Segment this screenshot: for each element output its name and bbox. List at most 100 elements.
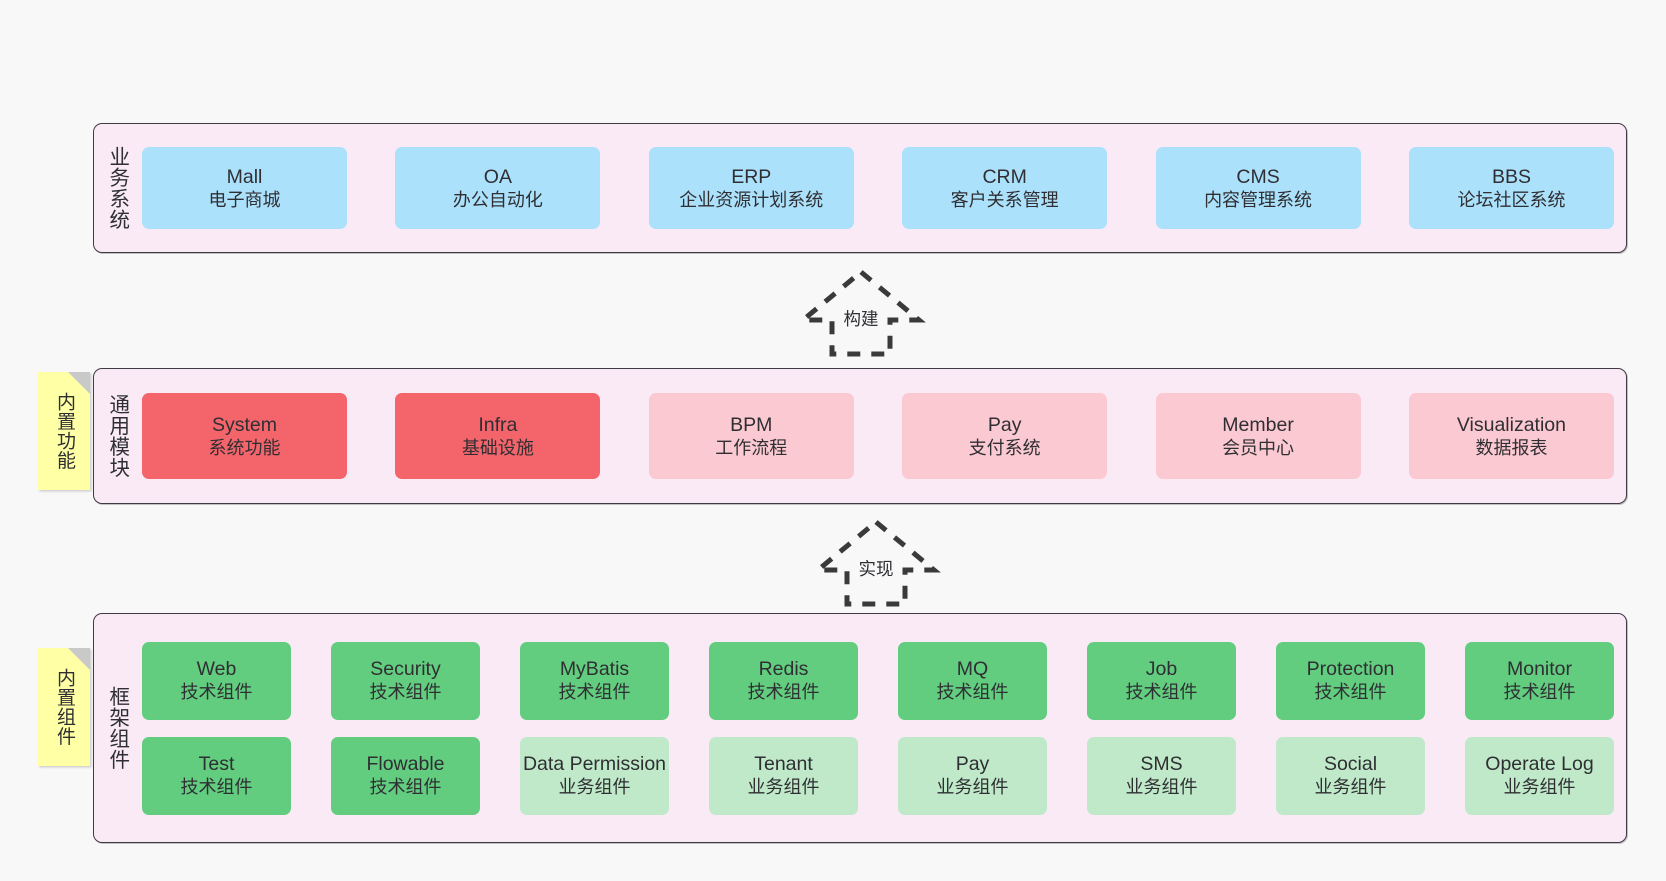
node-subtitle: 办公自动化 xyxy=(452,189,543,210)
node-title: BPM xyxy=(730,413,773,436)
node-subtitle: 技术组件 xyxy=(1503,682,1576,703)
node-subtitle: 业务组件 xyxy=(558,776,631,797)
node-title: Redis xyxy=(758,658,809,681)
node-subtitle: 会员中心 xyxy=(1222,437,1295,458)
node-title: Operate Log xyxy=(1485,753,1594,776)
node-bpm[interactable]: BPM 工作流程 xyxy=(648,393,854,479)
sticky-note-label: 内置功能 xyxy=(54,392,76,470)
node-subtitle: 业务组件 xyxy=(1314,777,1387,798)
node-subtitle: 企业资源计划系统 xyxy=(679,189,824,210)
node-mall[interactable]: Mall 电子商城 xyxy=(142,147,347,229)
node-subtitle: 支付系统 xyxy=(968,437,1041,458)
dashed-up-arrow-icon xyxy=(796,268,926,357)
node-bbs[interactable]: BBS 论坛社区系统 xyxy=(1408,147,1614,229)
node-title: SMS xyxy=(1140,753,1183,776)
node-subtitle: 内容管理系统 xyxy=(1204,189,1313,210)
node-data-permission[interactable]: Data Permission 业务组件 xyxy=(520,736,669,815)
node-title: Tenant xyxy=(754,753,813,776)
node-job[interactable]: Job 技术组件 xyxy=(1087,641,1236,720)
node-subtitle: 业务组件 xyxy=(747,777,820,798)
node-subtitle: 数据报表 xyxy=(1475,437,1548,458)
node-monitor[interactable]: Monitor 技术组件 xyxy=(1465,641,1614,720)
layer-common-module: 通用模块 System 系统功能 Infra 基础设施 BPM 工作流程 Pay… xyxy=(93,368,1627,504)
layer-framework-component: 框架组件 Web 技术组件 Security 技术组件 MyBatis 技术组件… xyxy=(93,613,1627,843)
folded-corner-icon xyxy=(68,648,90,670)
node-mybatis[interactable]: MyBatis 技术组件 xyxy=(520,641,669,720)
layer-body-business-system: Mall 电子商城 OA 办公自动化 ERP 企业资源计划系统 CRM 客户关系… xyxy=(140,124,1626,252)
node-subtitle: 技术组件 xyxy=(936,682,1009,703)
node-pay[interactable]: Pay 支付系统 xyxy=(902,393,1108,479)
node-security[interactable]: Security 技术组件 xyxy=(331,641,480,720)
node-row: System 系统功能 Infra 基础设施 BPM 工作流程 Pay 支付系统… xyxy=(142,393,1614,479)
node-title: Job xyxy=(1145,658,1178,681)
node-subtitle: 业务组件 xyxy=(1125,777,1198,798)
dashed-up-arrow-icon xyxy=(811,518,941,607)
node-subtitle: 基础设施 xyxy=(461,437,534,458)
layer-business-system: 业务系统 Mall 电子商城 OA 办公自动化 ERP 企业资源计划系统 CRM… xyxy=(93,123,1627,253)
layer-title-business-system: 业务系统 xyxy=(105,146,129,230)
connector-label: 实现 xyxy=(858,559,894,579)
node-title: Web xyxy=(196,658,237,681)
node-title: Visualization xyxy=(1456,413,1567,436)
node-subtitle: 电子商城 xyxy=(208,189,281,210)
node-subtitle: 技术组件 xyxy=(1125,682,1198,703)
node-subtitle: 论坛社区系统 xyxy=(1457,189,1566,210)
node-title: MyBatis xyxy=(559,658,630,681)
node-title: Pay xyxy=(955,753,990,776)
node-subtitle: 客户关系管理 xyxy=(950,189,1059,210)
node-row: Web 技术组件 Security 技术组件 MyBatis 技术组件 Redi… xyxy=(142,641,1614,720)
node-mq[interactable]: MQ 技术组件 xyxy=(898,641,1047,720)
node-title: OA xyxy=(483,165,512,188)
node-test[interactable]: Test 技术组件 xyxy=(142,736,291,815)
node-title: Member xyxy=(1222,413,1294,436)
sticky-note-builtin-feature: 内置功能 xyxy=(38,372,90,490)
connector-label: 构建 xyxy=(843,309,879,329)
node-system[interactable]: System 系统功能 xyxy=(142,393,347,479)
node-subtitle: 技术组件 xyxy=(1314,682,1387,703)
node-row: Test 技术组件 Flowable 技术组件 Data Permission … xyxy=(142,736,1614,815)
node-oa[interactable]: OA 办公自动化 xyxy=(395,147,601,229)
node-pay-component[interactable]: Pay 业务组件 xyxy=(898,736,1047,815)
node-infra[interactable]: Infra 基础设施 xyxy=(395,393,601,479)
node-title: Social xyxy=(1323,753,1378,776)
node-member[interactable]: Member 会员中心 xyxy=(1155,393,1361,479)
node-operate-log[interactable]: Operate Log 业务组件 xyxy=(1465,736,1614,815)
node-row: Mall 电子商城 OA 办公自动化 ERP 企业资源计划系统 CRM 客户关系… xyxy=(142,147,1614,229)
connector-build: 构建 xyxy=(796,268,926,358)
node-title: ERP xyxy=(731,165,772,188)
sticky-note-label: 内置组件 xyxy=(54,668,76,746)
node-title: Test xyxy=(198,753,235,776)
node-title: BBS xyxy=(1491,165,1531,188)
node-subtitle: 系统功能 xyxy=(208,437,281,458)
node-subtitle: 业务组件 xyxy=(936,777,1009,798)
node-sms[interactable]: SMS 业务组件 xyxy=(1087,736,1236,815)
connector-implement: 实现 xyxy=(811,518,941,608)
node-title: Protection xyxy=(1306,658,1395,681)
node-visualization[interactable]: Visualization 数据报表 xyxy=(1408,393,1614,479)
node-subtitle: 业务组件 xyxy=(1503,777,1576,798)
node-title: Flowable xyxy=(366,753,445,776)
node-flowable[interactable]: Flowable 技术组件 xyxy=(331,736,480,815)
node-erp[interactable]: ERP 企业资源计划系统 xyxy=(648,147,854,229)
sticky-note-builtin-component: 内置组件 xyxy=(38,648,90,766)
node-redis[interactable]: Redis 技术组件 xyxy=(709,641,858,720)
node-title: Data Permission xyxy=(522,753,667,776)
layer-body-common-module: System 系统功能 Infra 基础设施 BPM 工作流程 Pay 支付系统… xyxy=(140,369,1626,503)
node-title: CMS xyxy=(1236,165,1280,188)
node-social[interactable]: Social 业务组件 xyxy=(1276,736,1425,815)
node-subtitle: 技术组件 xyxy=(180,777,253,798)
node-title: System xyxy=(211,413,277,436)
node-protection[interactable]: Protection 技术组件 xyxy=(1276,641,1425,720)
node-title: CRM xyxy=(982,165,1027,188)
node-title: Mall xyxy=(226,165,263,188)
node-web[interactable]: Web 技术组件 xyxy=(142,641,291,720)
node-cms[interactable]: CMS 内容管理系统 xyxy=(1155,147,1361,229)
node-subtitle: 技术组件 xyxy=(747,682,820,703)
layer-body-framework-component: Web 技术组件 Security 技术组件 MyBatis 技术组件 Redi… xyxy=(140,614,1626,842)
node-subtitle: 工作流程 xyxy=(715,437,788,458)
node-title: Infra xyxy=(478,413,518,436)
node-crm[interactable]: CRM 客户关系管理 xyxy=(902,147,1108,229)
node-tenant[interactable]: Tenant 业务组件 xyxy=(709,736,858,815)
node-title: Pay xyxy=(987,413,1022,436)
